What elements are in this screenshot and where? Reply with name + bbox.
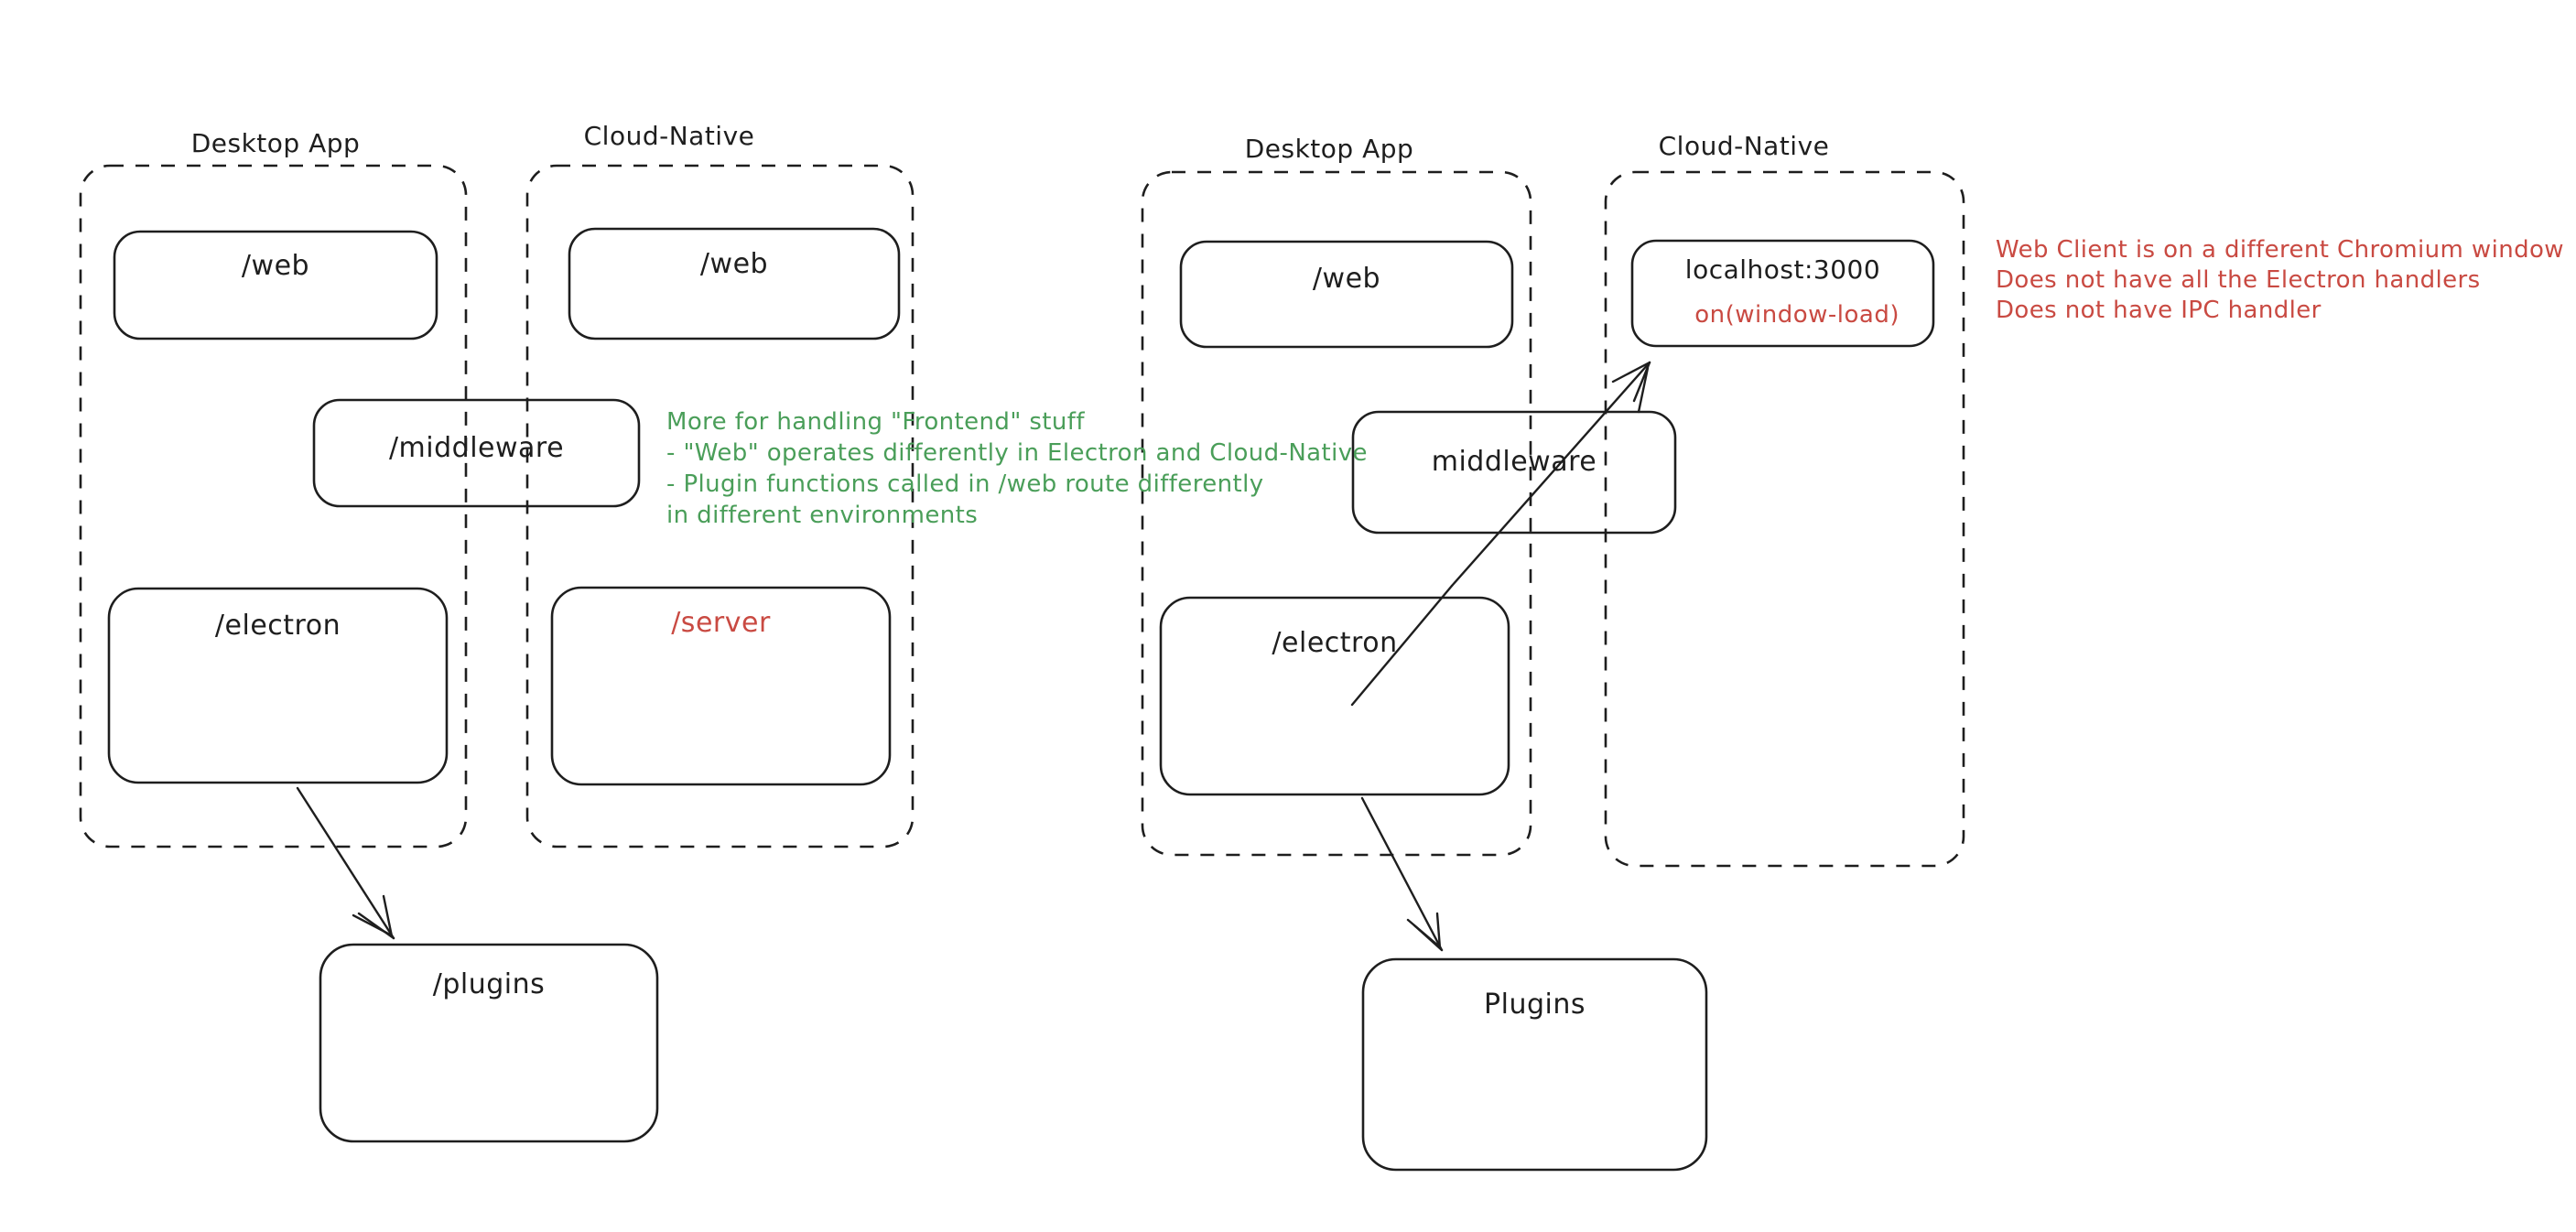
red-note-line-1: Web Client is on a different Chromium wi…: [1996, 236, 2564, 264]
right-down-arrowhead-stroke-2: [1435, 912, 1442, 950]
right-down-arrowhead-sketch-stroke: [1406, 918, 1440, 947]
right-electron-to-localhost-arrow-line-upper: [1450, 361, 1651, 588]
right-desktop-web-label: /web: [1312, 263, 1381, 295]
right-red-annotation: Web Client is on a different Chromium wi…: [1996, 235, 2564, 326]
left-arrowhead-sketch-stroke: [352, 913, 392, 936]
left-cloud-web-box: [568, 227, 901, 340]
left-desktop-app-title: Desktop App: [190, 128, 361, 158]
right-electron-to-plugins-arrow-line: [1360, 796, 1444, 952]
left-green-annotation: More for handling "Frontend" stuff - "We…: [666, 406, 1368, 531]
left-cloud-native-title: Cloud-Native: [583, 121, 755, 151]
right-electron-box: [1159, 596, 1510, 796]
left-electron-to-plugins-arrow-line: [296, 786, 395, 940]
right-localhost-label: localhost:3000: [1684, 254, 1881, 285]
left-middleware-box: [312, 398, 641, 508]
right-electron-to-localhost-arrow-line-lower: [1350, 584, 1454, 707]
green-note-line-1: More for handling "Frontend" stuff: [666, 408, 1085, 436]
right-plugins-label: Plugins: [1484, 989, 1586, 1021]
left-desktop-web-label: /web: [241, 250, 310, 282]
right-cloud-native-title: Cloud-Native: [1658, 131, 1830, 161]
right-desktop-app-title: Desktop App: [1244, 134, 1414, 164]
left-plugins-label: /plugins: [432, 968, 546, 1000]
left-desktop-app-container: [79, 164, 468, 848]
right-middleware-label: middleware: [1431, 446, 1597, 478]
left-middleware-label: /middleware: [388, 432, 565, 464]
right-window-load-label: on(window-load): [1694, 301, 1900, 329]
left-server-box: [550, 586, 892, 786]
green-note-line-2: - "Web" operates differently in Electron…: [666, 439, 1368, 467]
red-note-line-3: Does not have IPC handler: [1996, 297, 2322, 324]
red-note-line-2: Does not have all the Electron handlers: [1996, 266, 2481, 294]
left-server-label: /server: [671, 607, 771, 639]
right-desktop-web-box: [1179, 240, 1514, 349]
right-localhost-box: [1630, 239, 1935, 348]
left-arrowhead-stroke-2: [382, 894, 394, 938]
right-electron-label: /electron: [1272, 627, 1398, 659]
left-cloud-web-label: /web: [699, 248, 769, 280]
right-desktop-app-container: [1141, 170, 1532, 857]
right-plugins-box: [1361, 957, 1708, 1172]
left-plugins-box: [319, 943, 659, 1143]
right-middleware-box: [1351, 410, 1677, 535]
left-electron-label: /electron: [214, 610, 341, 642]
left-desktop-web-box: [113, 230, 438, 340]
right-up-arrowhead-sketch-stroke: [1637, 366, 1650, 414]
left-electron-box: [107, 587, 449, 784]
green-note-line-3: - Plugin functions called in /web route …: [666, 470, 1264, 498]
green-note-line-4: in different environments: [666, 502, 979, 529]
right-up-arrowhead-stroke-2: [1611, 361, 1651, 384]
